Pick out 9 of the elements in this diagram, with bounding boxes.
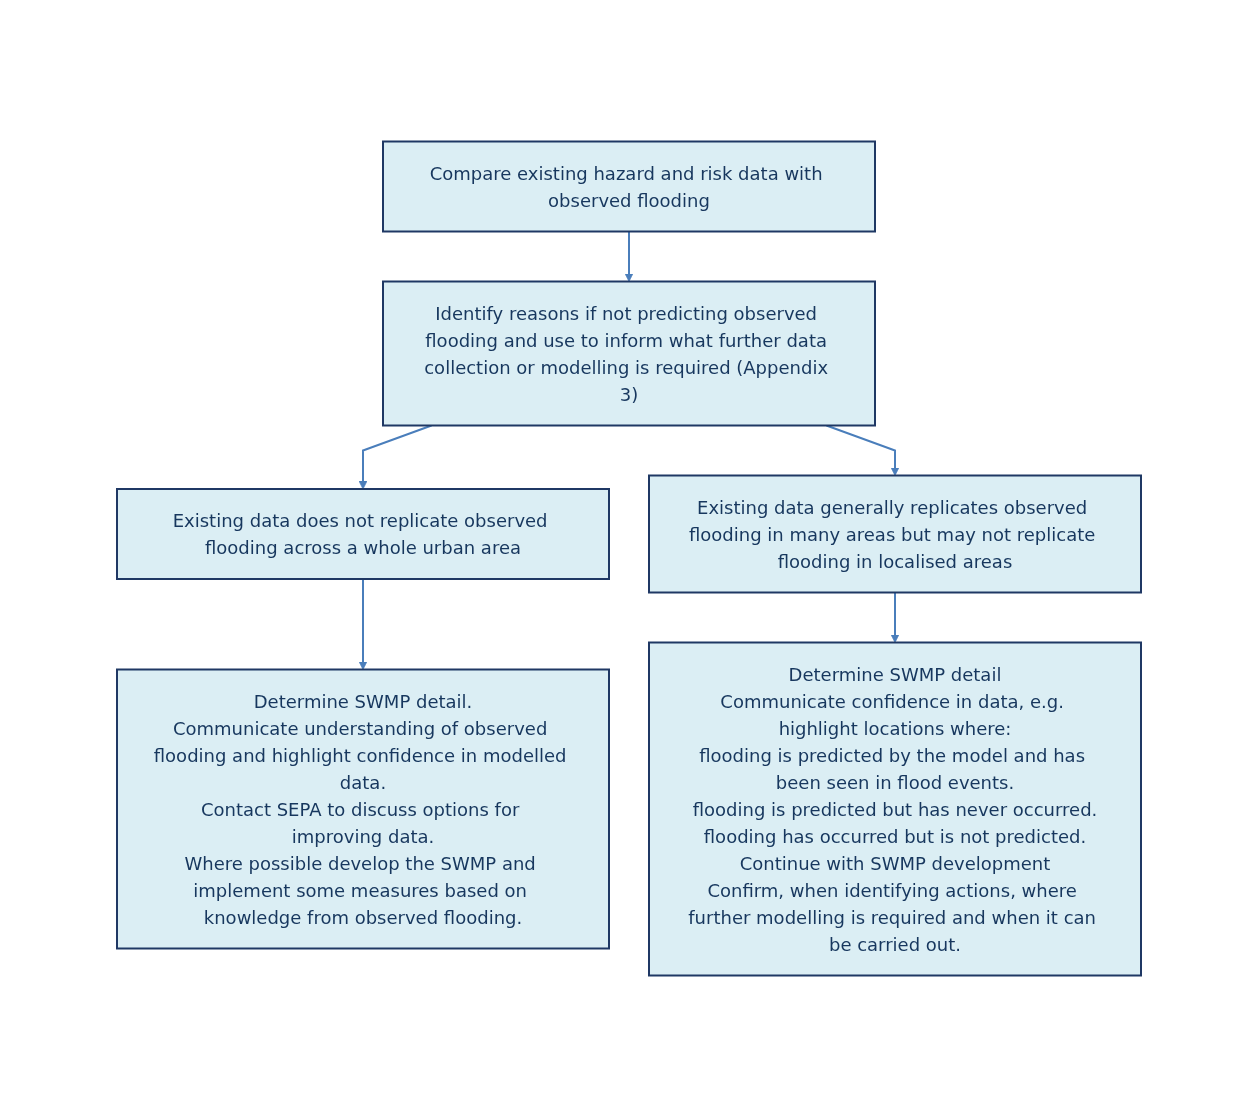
node-box: Compare existing hazard and risk data with observed flooding xyxy=(382,140,876,233)
arrow xyxy=(358,578,368,670)
node-box: Existing data generally replicates observed flooding in many areas but may not replicate flooding in localised areas xyxy=(648,474,1142,594)
arrow xyxy=(624,230,634,282)
node-box: Determine SWMP detail Communicate confidence in data, e.g. highlight locations where: flooding is predicted by the model and has been seen in flood events. flooding is predicted but has never occurred. flooding has occurred but is not predicted. Continue with SWMP development Confirm, when identifying actions, where further modelling is required and when it can be carried out. xyxy=(648,641,1142,977)
node-box: Determine SWMP detail. Communicate understanding of observed flooding and highlight confidence in modelled data. Contact SEPA to discuss options for improving data. Where possible develop the SWMP and implement some measures based on knowledge from observed flooding. xyxy=(116,668,610,950)
node-box: Existing data does not replicate observed flooding across a whole urban area xyxy=(116,488,610,580)
arrow xyxy=(890,591,900,643)
node-box: Identify reasons if not predicting observed flooding and use to inform what further data collection or modelling is required (Appendix 3) xyxy=(382,280,876,427)
